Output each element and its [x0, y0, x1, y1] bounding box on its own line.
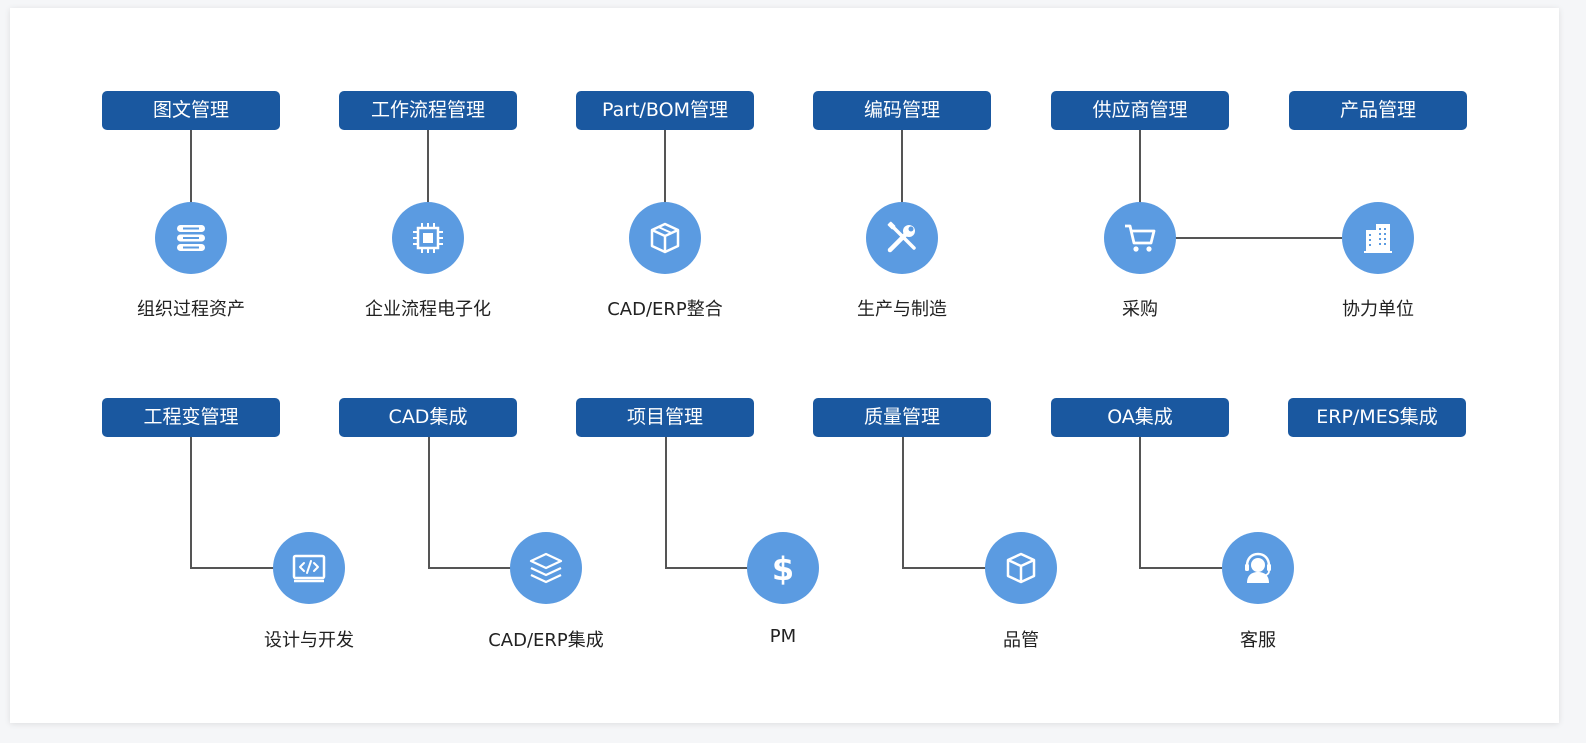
node-procurement[interactable]: [1104, 202, 1176, 274]
module-workflow-management[interactable]: 工作流程管理: [339, 91, 517, 130]
module-part-bom-management[interactable]: Part/BOM管理: [576, 91, 754, 130]
cube-icon: [1006, 552, 1036, 584]
layers-icon: [529, 552, 563, 584]
node-label: 采购: [1122, 299, 1158, 320]
node-label: 设计与开发: [264, 630, 354, 651]
node-customer-service[interactable]: [1222, 532, 1294, 604]
box-icon: [650, 222, 680, 254]
node-label: 组织过程资产: [137, 299, 245, 320]
node-pm[interactable]: $: [747, 532, 819, 604]
module-oa-integration[interactable]: OA集成: [1051, 398, 1229, 437]
node-cad-erp-integrated[interactable]: [510, 532, 582, 604]
module-project-management[interactable]: 项目管理: [576, 398, 754, 437]
node-label: CAD/ERP集成: [488, 630, 604, 651]
node-cad-erp-integration[interactable]: [629, 202, 701, 274]
node-enterprise-process-digitization[interactable]: [392, 202, 464, 274]
node-label: 企业流程电子化: [365, 299, 491, 320]
node-label: 生产与制造: [857, 299, 947, 320]
module-coding-management[interactable]: 编码管理: [813, 91, 991, 130]
node-label: PM: [769, 626, 797, 647]
chip-icon: [413, 223, 443, 253]
node-label: CAD/ERP整合: [607, 299, 723, 320]
module-erp-mes-integration[interactable]: ERP/MES集成: [1288, 398, 1466, 437]
node-design-development[interactable]: [273, 532, 345, 604]
building-icon: [1364, 224, 1392, 253]
node-label: 客服: [1240, 630, 1276, 651]
headset-icon: [1245, 552, 1271, 583]
node-label: 品管: [1003, 630, 1039, 651]
svg-text:$: $: [772, 550, 794, 586]
tools-icon: [887, 221, 916, 253]
module-quality-management[interactable]: 质量管理: [813, 398, 991, 437]
module-engineering-change-management[interactable]: 工程变管理: [102, 398, 280, 437]
cart-icon: [1125, 224, 1156, 252]
node-quality-control[interactable]: [985, 532, 1057, 604]
dollar-icon: $: [772, 550, 794, 586]
module-graphic-doc-management[interactable]: 图文管理: [102, 91, 280, 130]
server-stack-icon: [177, 225, 205, 251]
node-label: 协力单位: [1342, 299, 1414, 320]
node-org-process-assets[interactable]: [155, 202, 227, 274]
code-window-icon: [292, 554, 326, 583]
module-supplier-management[interactable]: 供应商管理: [1051, 91, 1229, 130]
node-partner-units[interactable]: [1342, 202, 1414, 274]
module-product-management[interactable]: 产品管理: [1289, 91, 1467, 130]
node-production-manufacturing[interactable]: [866, 202, 938, 274]
module-cad-integration[interactable]: CAD集成: [339, 398, 517, 437]
